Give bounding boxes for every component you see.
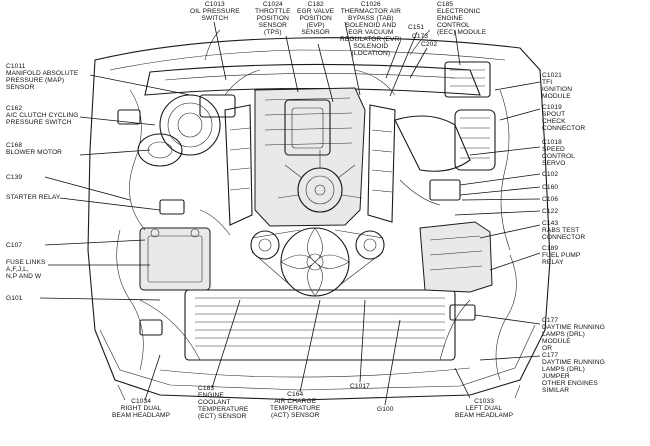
label-c1019: C1019 SPOUT CHECK CONNECTOR xyxy=(542,104,586,132)
engine-compartment-art xyxy=(87,29,551,401)
label-c183: C183 ENGINE COOLANT TEMPERATURE (ECT) SE… xyxy=(198,385,249,420)
label-c1013: C1013 OIL PRESSURE SWITCH xyxy=(190,1,240,22)
label-fuse: FUSE LINKS A,F,J,L, N,P AND W xyxy=(6,259,46,280)
label-g100: G100 xyxy=(377,406,394,413)
label-c107: C107 xyxy=(6,242,23,249)
label-c173: C173 xyxy=(412,33,429,40)
label-c1026: C1026 THERMACTOR AIR BYPASS (TAB) SOLENO… xyxy=(340,1,402,57)
label-c1024: C1024 THROTTLE POSITION SENSOR (TPS) xyxy=(255,1,291,36)
label-c168: C168 BLOWER MOTOR xyxy=(6,142,63,156)
label-c102: C102 xyxy=(542,171,559,178)
label-c162: C162 A/C CLUTCH CYCLING PRESSURE SWITCH xyxy=(6,105,79,126)
label-c106: C106 xyxy=(542,196,559,203)
label-starter: STARTER RELAY xyxy=(6,194,61,201)
label-c143: C143 RABS TEST CONNECTOR xyxy=(542,220,586,241)
label-c202: C202 xyxy=(421,41,438,48)
label-c1017: C1017 xyxy=(350,383,370,390)
label-c139: C139 xyxy=(6,174,23,181)
label-c1018: C1018 SPEED CONTROL SERVO xyxy=(542,139,575,167)
label-c164: C164 AIR CHARGE TEMPERATURE (ACT) SENSOR xyxy=(270,391,321,419)
label-c160: C160 xyxy=(542,184,559,191)
label-c1034: C1034 RIGHT DUAL BEAM HEADLAMP xyxy=(112,398,171,419)
label-c185: C185 ELECTRONIC ENGINE CONTROL (EEC) MOD… xyxy=(437,1,487,36)
leader-lines xyxy=(39,21,541,406)
label-c1033: C1033 LEFT DUAL BEAM HEADLAMP xyxy=(455,398,514,419)
label-c122: C122 xyxy=(542,208,559,215)
label-c189: C189 FUEL PUMP RELAY xyxy=(542,245,581,266)
label-g101: G101 xyxy=(6,295,23,302)
label-c177-jumper: C177 DAYTIME RUNNING LAMPS (DRL) JUMPER … xyxy=(542,352,605,394)
label-c151: C151 xyxy=(408,24,425,31)
label-c1011: C1011 MANIFOLD ABSOLUTE PRESSURE (MAP) S… xyxy=(6,63,79,91)
label-c177-module: C177 DAYTIME RUNNING LAMPS (DRL) MODULE … xyxy=(542,317,605,352)
label-c1021: C1021 TFI IGNITION MODULE xyxy=(542,72,573,100)
label-c182: C182 EGR VALVE POSITION (EVP) SENSOR xyxy=(297,1,335,36)
